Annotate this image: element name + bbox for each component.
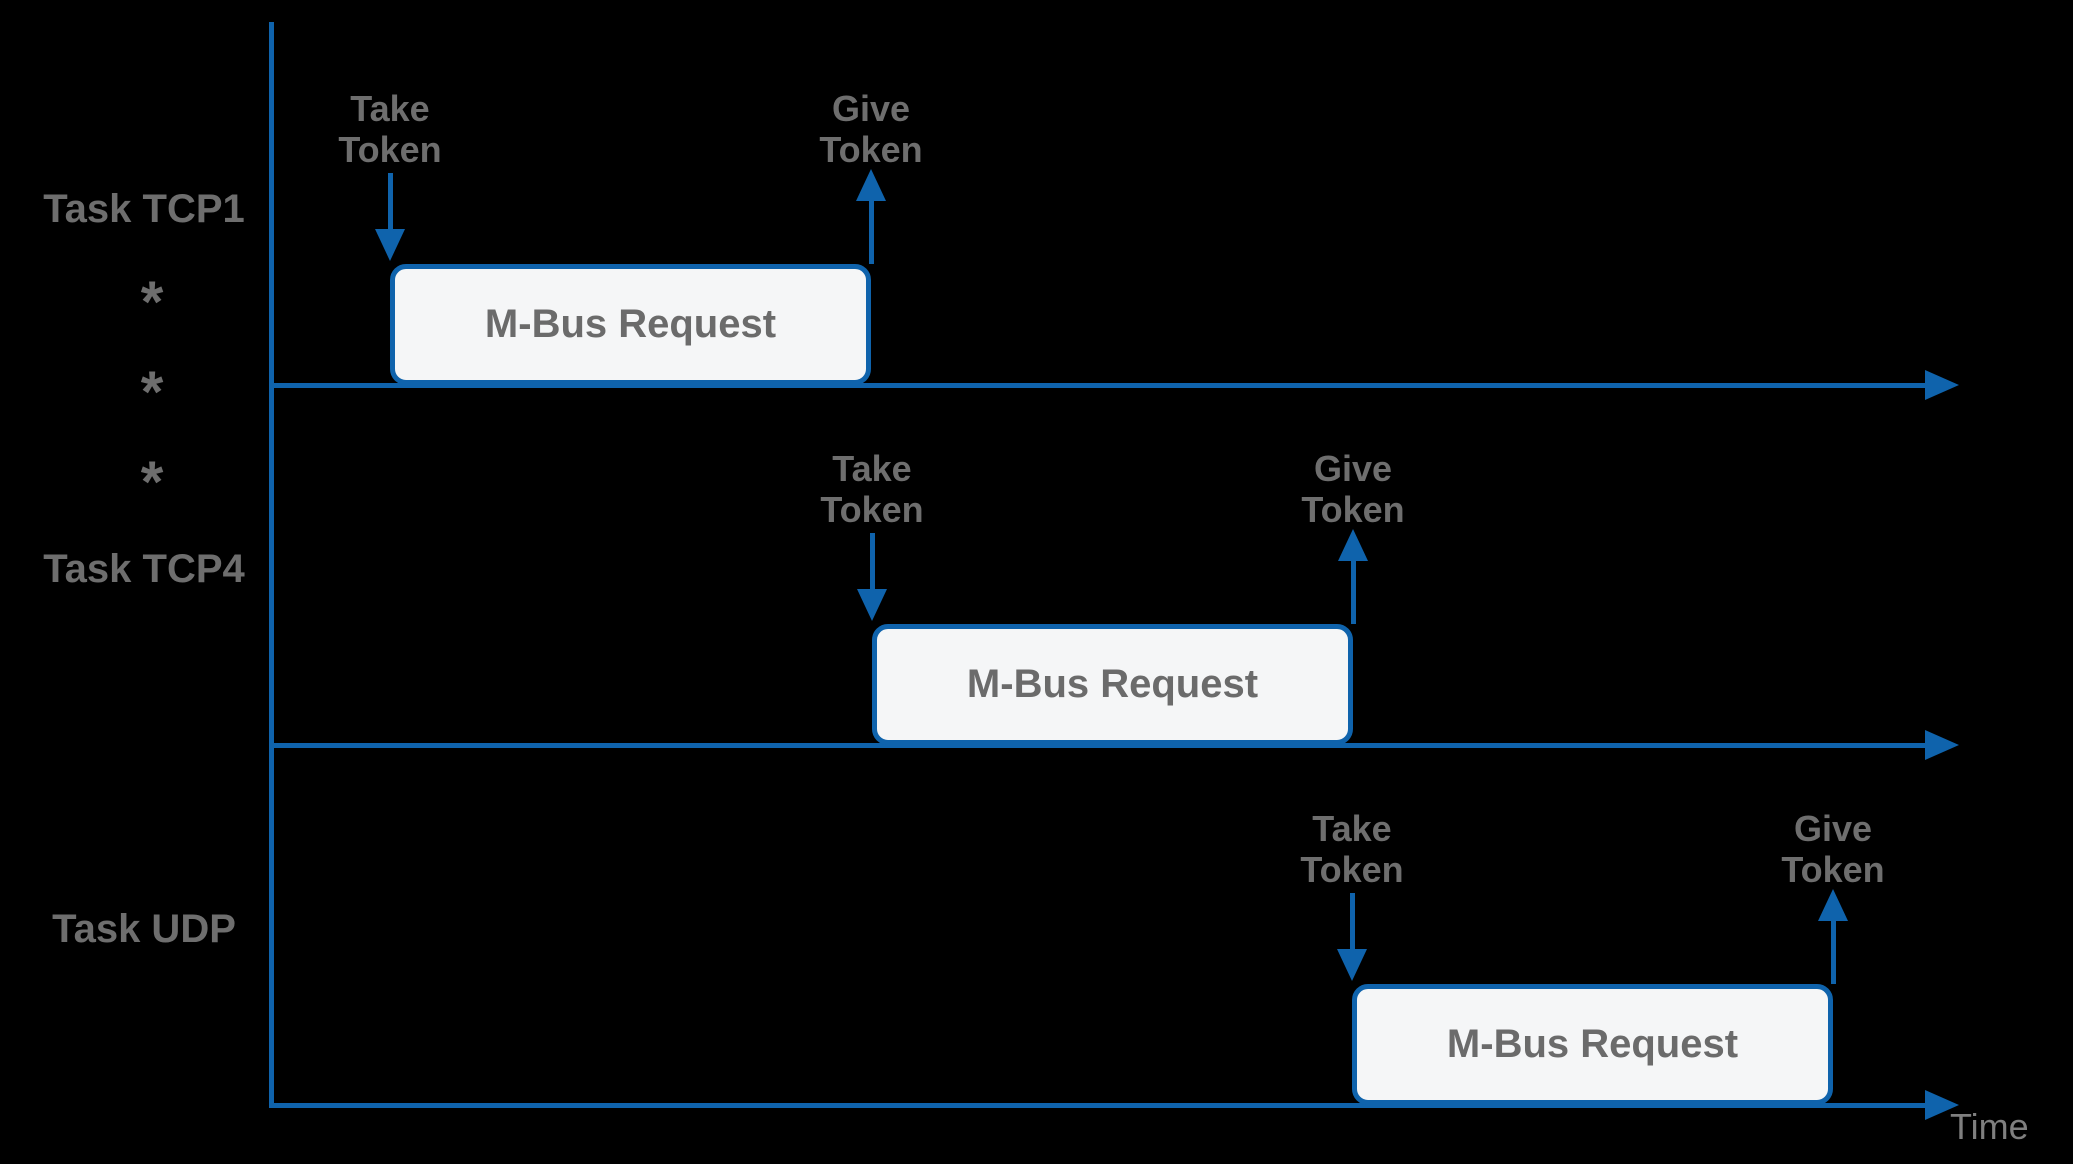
give-token-label: Give Token xyxy=(1301,448,1405,530)
timeline-arrowhead-icon xyxy=(1925,370,1959,400)
mbus-request-label: M-Bus Request xyxy=(1446,1022,1739,1066)
time-axis-label: Time xyxy=(1950,1106,2029,1147)
mbus-request-box: M-Bus Request xyxy=(1352,984,1833,1105)
take-token-arrow xyxy=(388,173,393,231)
timeline-axis-tcp1 xyxy=(271,383,1925,388)
timeline-arrowhead-icon xyxy=(1925,1090,1959,1120)
give-token-arrow xyxy=(1831,919,1836,984)
arrow-down-icon xyxy=(375,229,405,261)
task-label-udp: Task UDP xyxy=(52,907,236,951)
give-token-label: Give Token xyxy=(1781,808,1885,890)
task-axis-line xyxy=(269,22,274,1108)
mbus-request-label: M-Bus Request xyxy=(484,302,777,346)
arrow-up-icon xyxy=(1338,529,1368,561)
mbus-request-box: M-Bus Request xyxy=(390,264,871,385)
arrow-up-icon xyxy=(1818,889,1848,921)
ellipsis-star: * xyxy=(140,270,164,335)
task-label-tcp4: Task TCP4 xyxy=(43,547,245,591)
arrow-up-icon xyxy=(856,169,886,201)
timeline-axis-udp xyxy=(271,1103,1925,1108)
take-token-arrow xyxy=(1350,893,1355,951)
arrow-down-icon xyxy=(857,589,887,621)
arrow-down-icon xyxy=(1337,949,1367,981)
give-token-label: Give Token xyxy=(819,88,923,170)
take-token-label: Take Token xyxy=(338,88,442,170)
take-token-arrow xyxy=(870,533,875,591)
ellipsis-star: * xyxy=(140,360,164,425)
timeline-arrowhead-icon xyxy=(1925,730,1959,760)
mbus-request-box: M-Bus Request xyxy=(872,624,1353,745)
take-token-label: Take Token xyxy=(820,448,924,530)
give-token-arrow xyxy=(869,199,874,264)
take-token-label: Take Token xyxy=(1300,808,1404,890)
timeline-axis-tcp4 xyxy=(271,743,1925,748)
ellipsis-star: * xyxy=(140,450,164,515)
give-token-arrow xyxy=(1351,559,1356,624)
task-label-tcp1: Task TCP1 xyxy=(43,187,245,231)
mbus-request-label: M-Bus Request xyxy=(966,662,1259,706)
